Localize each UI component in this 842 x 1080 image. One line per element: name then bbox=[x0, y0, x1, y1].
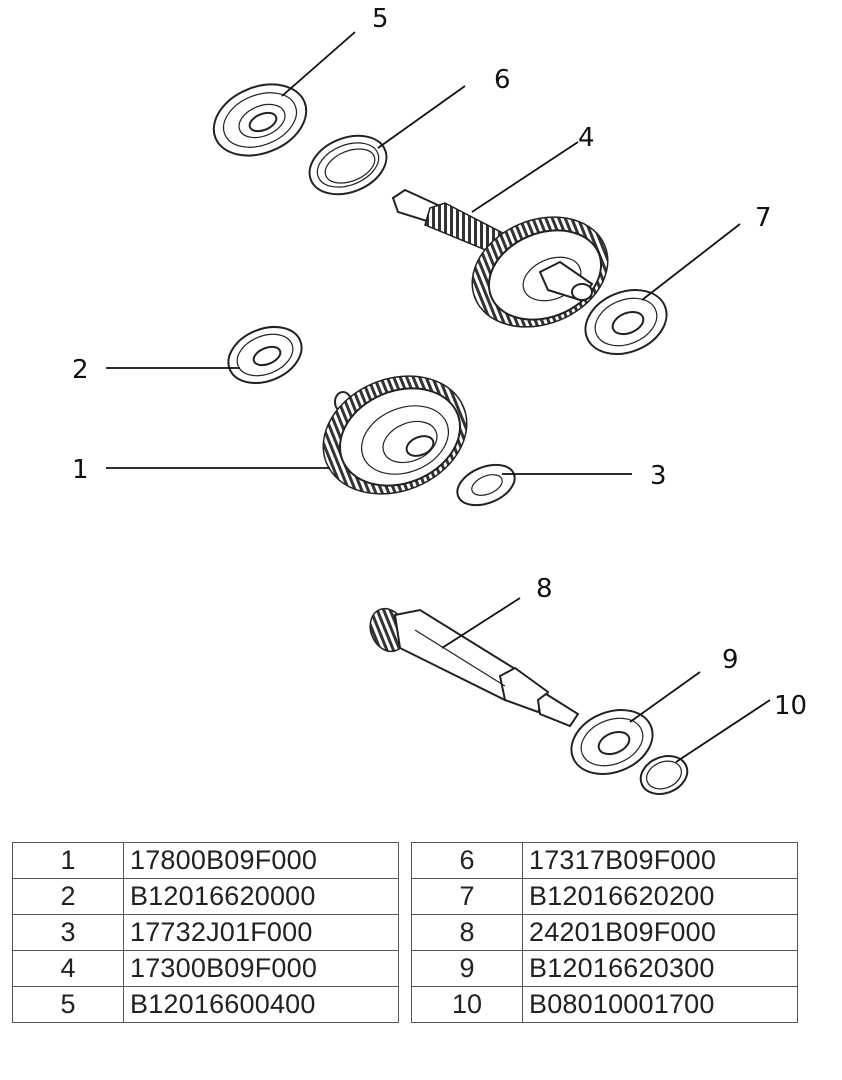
part-index: 1 bbox=[12, 842, 124, 879]
callout-2: 2 bbox=[72, 355, 89, 385]
part-6-collar bbox=[308, 134, 388, 196]
part-index: 10 bbox=[411, 986, 523, 1023]
table-row: 5 B12016600400 bbox=[12, 986, 399, 1023]
parts-list: 1 17800B09F000 2 B12016620000 3 17732J01… bbox=[12, 842, 798, 1023]
part-number: B12016620200 bbox=[522, 878, 798, 915]
part-index: 7 bbox=[411, 878, 523, 915]
parts-table-left: 1 17800B09F000 2 B12016620000 3 17732J01… bbox=[12, 842, 399, 1023]
leader-line-9 bbox=[629, 671, 701, 723]
leader-line-6 bbox=[377, 85, 466, 149]
part-number: 17317B09F000 bbox=[522, 842, 798, 879]
part-number: B12016600400 bbox=[123, 986, 399, 1023]
callout-1: 1 bbox=[72, 455, 89, 485]
part-number: B08010001700 bbox=[522, 986, 798, 1023]
part-4-gear-shaft bbox=[391, 188, 609, 328]
part-5-bearing bbox=[212, 83, 308, 157]
part-index: 3 bbox=[12, 914, 124, 951]
part-index: 6 bbox=[411, 842, 523, 879]
callout-10: 10 bbox=[774, 691, 807, 721]
callout-6: 6 bbox=[494, 65, 511, 95]
leader-line-10 bbox=[675, 699, 771, 763]
table-row: 6 17317B09F000 bbox=[411, 842, 798, 879]
table-row: 8 24201B09F000 bbox=[411, 914, 798, 951]
part-number: 17800B09F000 bbox=[123, 842, 399, 879]
table-row: 10 B08010001700 bbox=[411, 986, 798, 1023]
part-2-bearing bbox=[227, 326, 303, 384]
part-10-circlip bbox=[639, 755, 689, 795]
table-row: 3 17732J01F000 bbox=[12, 914, 399, 951]
part-number: B12016620000 bbox=[123, 878, 399, 915]
callout-9: 9 bbox=[722, 645, 739, 675]
part-1-gear bbox=[322, 375, 468, 495]
part-index: 5 bbox=[12, 986, 124, 1023]
part-3-washer bbox=[456, 463, 516, 507]
leader-line-7 bbox=[641, 223, 741, 301]
part-number: B12016620300 bbox=[522, 950, 798, 987]
part-index: 2 bbox=[12, 878, 124, 915]
part-number: 17732J01F000 bbox=[123, 914, 399, 951]
table-row: 7 B12016620200 bbox=[411, 878, 798, 915]
part-index: 8 bbox=[411, 914, 523, 951]
part-8-drive-shaft bbox=[369, 607, 580, 728]
part-number: 24201B09F000 bbox=[522, 914, 798, 951]
table-row: 4 17300B09F000 bbox=[12, 950, 399, 987]
table-row: 2 B12016620000 bbox=[12, 878, 399, 915]
part-9-bearing bbox=[570, 709, 654, 775]
leader-line-5 bbox=[281, 31, 356, 97]
part-index: 9 bbox=[411, 950, 523, 987]
leader-line-4 bbox=[471, 141, 579, 213]
parts-table-right: 6 17317B09F000 7 B12016620200 8 24201B09… bbox=[411, 842, 798, 1023]
leader-line-8 bbox=[441, 597, 521, 649]
part-index: 4 bbox=[12, 950, 124, 987]
part-7-bearing bbox=[584, 289, 668, 355]
callout-3: 3 bbox=[650, 461, 667, 491]
part-number: 17300B09F000 bbox=[123, 950, 399, 987]
callout-5: 5 bbox=[372, 4, 389, 34]
callout-7: 7 bbox=[755, 203, 772, 233]
exploded-parts-diagram: 5 6 4 7 2 1 bbox=[72, 4, 807, 795]
table-row: 9 B12016620300 bbox=[411, 950, 798, 987]
table-row: 1 17800B09F000 bbox=[12, 842, 399, 879]
callout-8: 8 bbox=[536, 574, 553, 604]
callout-4: 4 bbox=[578, 123, 595, 153]
